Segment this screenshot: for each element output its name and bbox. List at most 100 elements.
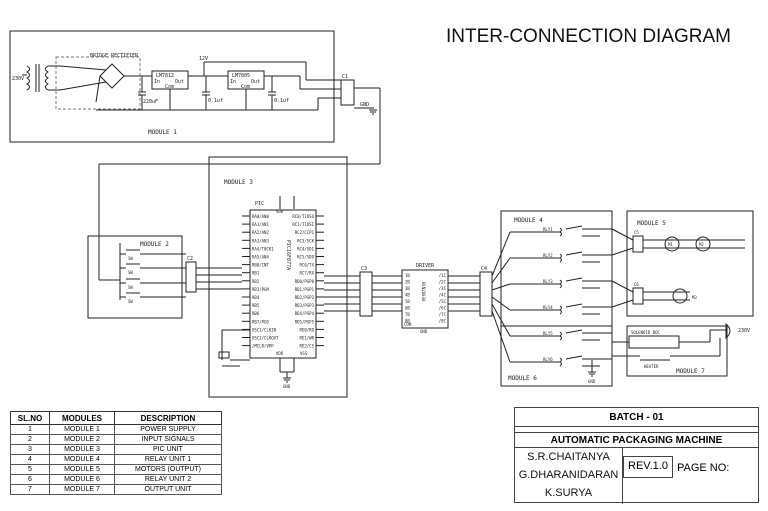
relay-label: RLY3 bbox=[543, 279, 553, 284]
connector-c2-label: C2 bbox=[187, 256, 193, 262]
module-1-power-supply: MODULE 1 230V BRIDGE RECTIFIER 220uF bbox=[9, 30, 377, 143]
driver-output-pin: /5C bbox=[439, 299, 447, 304]
driver-com-label: COM bbox=[404, 322, 412, 327]
connector-c4-label: C4 bbox=[481, 266, 487, 272]
regulator-lm7805-label: LM7805 bbox=[232, 73, 250, 79]
pic-pin-label: RA3/AN3 bbox=[252, 238, 269, 243]
vss-vdd-label: VDD bbox=[276, 351, 284, 356]
relay-contact-icon bbox=[565, 277, 583, 282]
regulator-lm7812-com: Com bbox=[165, 84, 174, 90]
module-5-motors: MODULE 5 C5 C6 M1 M2 M3 bbox=[626, 210, 754, 317]
relay-4: RLY4 bbox=[491, 296, 612, 315]
table-cell: INPUT SIGNALS bbox=[114, 434, 222, 445]
author-name: K.SURYA bbox=[544, 487, 593, 499]
driver-uln2803: DRIVER ULN2803A COM GND 1B2B3B4B5B6B7B8B… bbox=[401, 263, 449, 334]
regulator-lm7805-com: Com bbox=[241, 84, 250, 90]
signal-wires bbox=[324, 275, 480, 312]
bridge-rectifier-box bbox=[55, 56, 141, 110]
relay-coil-icon bbox=[559, 331, 562, 341]
title-block: BATCH - 01 AUTOMATIC PACKAGING MACHINE S… bbox=[514, 407, 759, 504]
driver-label: DRIVER bbox=[416, 263, 435, 269]
module-1-frame bbox=[9, 30, 335, 143]
ac-input-label: 230V bbox=[12, 76, 24, 82]
regulator-lm7805-out: Out bbox=[251, 79, 260, 85]
motor-m3-label: M3 bbox=[692, 295, 697, 300]
relay-contact-icon bbox=[565, 355, 583, 360]
module-6-label: MODULE 6 bbox=[508, 375, 537, 382]
relay-wire bbox=[491, 303, 511, 337]
driver-output-pin: /6C bbox=[439, 306, 447, 311]
table-cell: MODULE 6 bbox=[49, 474, 115, 485]
pic-pin-label: RC0/T1OSO bbox=[292, 214, 314, 219]
table-cell: MODULE 7 bbox=[49, 484, 115, 495]
pic-pin-label: RC7/RX bbox=[300, 271, 315, 276]
pic-pin-label: OSC1/CLKIN bbox=[252, 327, 277, 332]
buzzer-icon bbox=[725, 322, 731, 340]
module-1-label: MODULE 1 bbox=[148, 129, 177, 136]
title-block-spacer bbox=[515, 427, 758, 433]
module-6-relays: MODULE 6 GND bbox=[500, 325, 613, 387]
author-name: S.R.CHAITANYA bbox=[527, 451, 610, 463]
relay-contact-icon bbox=[565, 225, 583, 230]
module-4-relays: MODULE 4 bbox=[500, 210, 613, 327]
capacitor-220uf-label: 220uF bbox=[143, 99, 158, 105]
pic-left-pins: RA0/AN0RA1/AN1RA2/AN2RA3/AN3RA4/T0CK1RA5… bbox=[242, 214, 279, 349]
driver-part-label: ULN2803A bbox=[421, 282, 426, 302]
pic-part-label: PIC16F877A bbox=[285, 240, 291, 270]
title-block-batch: BATCH - 01 bbox=[515, 408, 758, 427]
relay-coil-icon bbox=[559, 305, 562, 315]
driver-input-pin: 7B bbox=[405, 312, 410, 317]
vdd-label: VDD bbox=[276, 209, 284, 214]
pic-pin-label: RC5/SDO bbox=[297, 255, 314, 260]
module-7-frame bbox=[626, 325, 728, 377]
pic-pin-label: RA2/AN2 bbox=[252, 230, 269, 235]
module-2-frame bbox=[87, 235, 183, 319]
relay-6: RLY6 bbox=[491, 310, 612, 367]
table-cell: OUTPUT UNIT bbox=[114, 484, 222, 495]
table-cell: 3 bbox=[10, 444, 50, 455]
pic-right-pins: RC0/T1OSORC1/T1OSIRC2/CCP1RC3/SCKRC4/SDI… bbox=[292, 214, 324, 349]
pic-pin-label: RC2/CCP1 bbox=[295, 230, 315, 235]
switches-icon: SW SW SW SW bbox=[119, 243, 186, 304]
table-cell: 7 bbox=[10, 484, 50, 495]
bridge-rectifier-label: BRIDGE RECTIFIER bbox=[90, 53, 139, 59]
pic-pin-label: RD4/PSP4 bbox=[295, 311, 315, 316]
pic-pin-label: RC4/SDI bbox=[297, 246, 314, 251]
relay-label: RLY6 bbox=[543, 357, 553, 362]
relay-to-motor-wire bbox=[611, 280, 634, 293]
relay-coil-icon bbox=[559, 253, 562, 263]
motor-m1-label: M1 bbox=[668, 242, 673, 247]
pic-label: PIC bbox=[255, 201, 264, 207]
table-cell: MODULE 3 bbox=[49, 444, 115, 455]
capacitor-01uf-1-label: 0.1uf bbox=[208, 98, 223, 104]
relay-to-motor-wire bbox=[611, 247, 634, 256]
module-3-frame bbox=[208, 156, 348, 398]
module-2-inputs: MODULE 2 SW SW SW SW C2 bbox=[87, 235, 242, 319]
crystal-icon bbox=[218, 351, 230, 359]
switch-3-label: SW bbox=[128, 285, 133, 290]
module-3-label: MODULE 3 bbox=[224, 179, 253, 186]
ac-output-label: 230V bbox=[738, 328, 750, 334]
table-cell: MOTORS (OUTPUT) bbox=[114, 464, 222, 475]
regulator-lm7812-out: Out bbox=[175, 79, 184, 85]
connector-c5 bbox=[632, 235, 644, 253]
title-block-revision: REV.1.0 bbox=[623, 456, 673, 478]
gnd-1-label: GND bbox=[360, 102, 369, 108]
relay-wire bbox=[491, 310, 511, 363]
relay-3: RLY3 bbox=[491, 277, 612, 291]
driver-input-pin: 3B bbox=[405, 286, 410, 291]
12v-label: 12V bbox=[199, 56, 208, 62]
heater-label: HEATER bbox=[644, 364, 659, 369]
table-header-modules: MODULES bbox=[49, 411, 115, 425]
driver-output-pin: /1C bbox=[439, 273, 447, 278]
pic-pin-label: RA4/T0CK1 bbox=[252, 246, 274, 251]
gnd-6-label: GND bbox=[588, 379, 596, 384]
connector-c1-label: C1 bbox=[342, 74, 348, 80]
table-cell: PIC UNIT bbox=[114, 444, 222, 455]
driver-input-pin: 4B bbox=[405, 293, 410, 298]
